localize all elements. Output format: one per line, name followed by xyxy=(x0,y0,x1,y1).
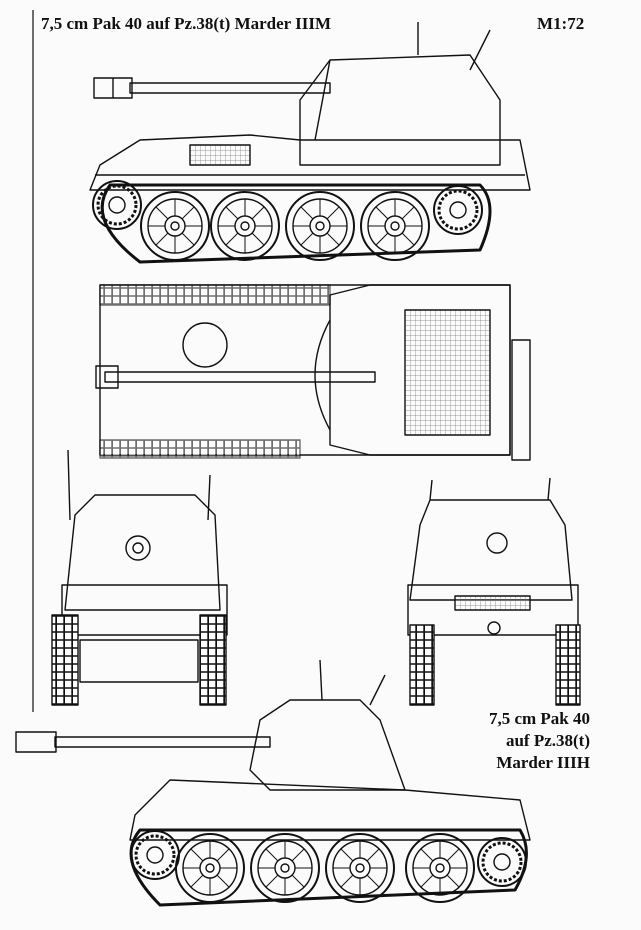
fighting-compartment-top xyxy=(329,284,511,456)
hull-rear xyxy=(407,584,579,636)
right-track-rear xyxy=(555,624,581,706)
fighting-compartment xyxy=(299,54,501,166)
marder-iiim-rear-view xyxy=(407,477,581,706)
gun-front-inner xyxy=(132,542,144,554)
antenna-h xyxy=(369,674,386,706)
muzzle-brake-top xyxy=(95,365,119,389)
marder-iiih-title-line-2: auf Pz.38(t) xyxy=(505,731,590,750)
engine-grille xyxy=(189,144,251,166)
left-track-rear xyxy=(409,624,435,706)
shield-arc xyxy=(314,319,331,431)
marder-iiih-title: 7,5 cm Pak 40 auf Pz.38(t) Marder IIIH xyxy=(440,708,590,774)
lower-hull-front xyxy=(79,639,199,683)
gun-front xyxy=(125,535,151,561)
radiator xyxy=(511,339,531,461)
compartment-mesh xyxy=(404,309,491,436)
marder-iiih-title-line-1: 7,5 cm Pak 40 xyxy=(488,709,590,728)
gun-barrel-h xyxy=(54,736,271,748)
antenna-rear-2 xyxy=(547,477,551,501)
muzzle-brake-h xyxy=(15,731,57,753)
gun-breech-rear xyxy=(486,532,508,554)
tow-hook-rear xyxy=(487,621,501,635)
scale-label: M1:72 xyxy=(537,14,585,33)
hull-h xyxy=(129,779,531,841)
track-top-upper xyxy=(99,284,331,306)
hull-front xyxy=(61,584,228,636)
left-track-front xyxy=(51,614,79,706)
marder-iiim-front-view xyxy=(51,449,228,706)
right-track-front xyxy=(199,614,227,706)
antenna-front-r xyxy=(207,474,211,521)
marder-iiih-side-view xyxy=(15,659,531,907)
gun-barrel-top xyxy=(104,371,376,383)
shield-line xyxy=(314,59,331,141)
track-top-lower xyxy=(99,439,301,459)
gun-barrel xyxy=(129,82,331,94)
muffler-rear xyxy=(454,595,531,611)
gun-mount-top xyxy=(182,322,228,368)
marder-iiim-top-view xyxy=(95,284,531,461)
superstructure-front xyxy=(64,494,221,611)
antenna-front-l xyxy=(67,449,71,521)
marder-iiim-side-view xyxy=(89,22,531,264)
antenna-rear xyxy=(429,479,433,501)
hull xyxy=(89,134,531,191)
antenna-h-2 xyxy=(319,659,323,701)
marder-iiih-title-line-3: Marder IIIH xyxy=(496,753,590,772)
track xyxy=(100,183,492,264)
antenna xyxy=(469,29,491,71)
fighting-compartment-h xyxy=(249,699,406,791)
marder-iiim-title: 7,5 cm Pak 40 auf Pz.38(t) Marder IIIM xyxy=(41,14,332,33)
